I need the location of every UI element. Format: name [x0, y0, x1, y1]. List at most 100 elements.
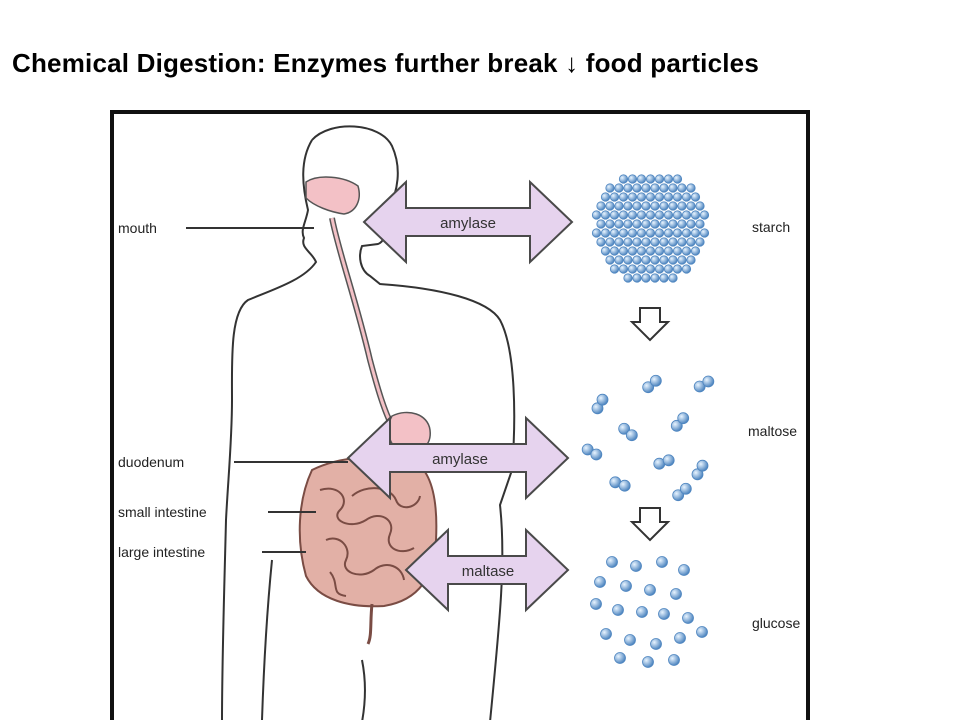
glucose-unit	[636, 606, 648, 618]
starch-unit	[681, 210, 692, 220]
starch-unit	[668, 201, 678, 211]
starch-unit	[654, 246, 665, 256]
starch-unit	[623, 219, 633, 229]
starch-unit	[596, 237, 606, 247]
starch-unit	[632, 255, 642, 265]
starch-unit	[605, 255, 615, 265]
starch-unit	[641, 273, 651, 283]
glucose-unit	[630, 560, 642, 572]
starch-unit	[641, 183, 651, 193]
starch-unit	[663, 174, 674, 184]
starch-unit	[686, 183, 696, 193]
starch-unit	[600, 246, 611, 256]
starch-unit	[627, 192, 638, 202]
maltose-unit	[677, 412, 690, 425]
maltose-unit	[618, 422, 631, 435]
label-maltose: maltose	[748, 423, 797, 439]
starch-unit	[636, 192, 647, 202]
starch-unit	[650, 201, 660, 211]
starch-unit	[636, 174, 647, 184]
glucose-unit	[650, 638, 662, 650]
starch-unit	[641, 237, 651, 247]
starch-unit	[690, 246, 701, 256]
starch-unit	[672, 246, 683, 256]
starch-unit	[672, 210, 683, 220]
starch-unit	[659, 219, 669, 229]
starch-unit	[614, 237, 624, 247]
starch-unit	[686, 255, 696, 265]
starch-unit	[677, 201, 687, 211]
starch-unit	[623, 237, 633, 247]
mouth-cavity	[305, 176, 360, 215]
starch-unit	[672, 228, 683, 238]
starch-unit	[663, 192, 674, 202]
starch-unit	[600, 210, 611, 220]
maltose-unit	[642, 381, 655, 394]
starch-unit	[654, 264, 665, 274]
maltose-unit	[596, 393, 609, 406]
glucose-unit	[620, 580, 632, 592]
starch-unit	[645, 246, 656, 256]
glucose-unit	[624, 634, 636, 646]
starch-unit	[672, 264, 683, 274]
label-starch: starch	[752, 219, 790, 235]
starch-unit	[623, 255, 633, 265]
starch-unit	[600, 228, 611, 238]
maltose-unit	[672, 489, 685, 502]
starch-unit	[663, 246, 674, 256]
starch-unit	[699, 228, 710, 238]
starch-unit	[614, 201, 624, 211]
starch-unit	[614, 183, 624, 193]
starch-unit	[659, 237, 669, 247]
starch-unit	[618, 210, 629, 220]
starch-unit	[609, 210, 620, 220]
starch-unit	[618, 174, 629, 184]
starch-unit	[699, 210, 710, 220]
starch-unit	[677, 255, 687, 265]
glucose-unit	[668, 654, 680, 666]
glucose-unit	[658, 608, 670, 620]
starch-unit	[632, 237, 642, 247]
maltose-unit	[696, 459, 709, 472]
starch-unit	[663, 264, 674, 274]
body-outline	[221, 125, 516, 720]
starch-unit	[695, 201, 705, 211]
glucose-unit	[670, 588, 682, 600]
starch-unit	[645, 264, 656, 274]
maltose-unit	[693, 380, 706, 393]
enzyme-label-amylase-duodenum: amylase	[432, 451, 488, 468]
glucose-unit	[678, 564, 690, 576]
starch-unit	[654, 210, 665, 220]
maltose-molecules	[581, 374, 715, 502]
starch-unit	[618, 228, 629, 238]
starch-unit	[645, 228, 656, 238]
glucose-unit	[682, 612, 694, 624]
page-title: Chemical Digestion: Enzymes further brea…	[12, 48, 760, 78]
maltose-unit	[590, 448, 603, 461]
maltose-unit	[618, 479, 631, 492]
starch-unit	[632, 183, 642, 193]
starch-unit	[650, 237, 660, 247]
starch-unit	[654, 228, 665, 238]
label-small-intestine: small intestine	[118, 504, 207, 520]
starch-unit	[686, 201, 696, 211]
maltose-unit	[662, 454, 675, 467]
starch-unit	[591, 228, 602, 238]
starch-unit	[641, 219, 651, 229]
maltose-unit	[670, 419, 683, 432]
starch-unit	[668, 255, 678, 265]
starch-unit	[632, 273, 642, 283]
starch-unit	[627, 228, 638, 238]
glucose-molecules	[590, 556, 708, 668]
maltose-unit	[581, 443, 594, 456]
starch-unit	[605, 183, 615, 193]
glucose-unit	[600, 628, 612, 640]
label-glucose: glucose	[752, 615, 800, 631]
glucose-unit	[674, 632, 686, 644]
glucose-unit	[612, 604, 624, 616]
label-duodenum: duodenum	[118, 454, 184, 470]
starch-unit	[618, 192, 629, 202]
starch-unit	[632, 201, 642, 211]
starch-unit	[668, 237, 678, 247]
starch-unit	[650, 183, 660, 193]
